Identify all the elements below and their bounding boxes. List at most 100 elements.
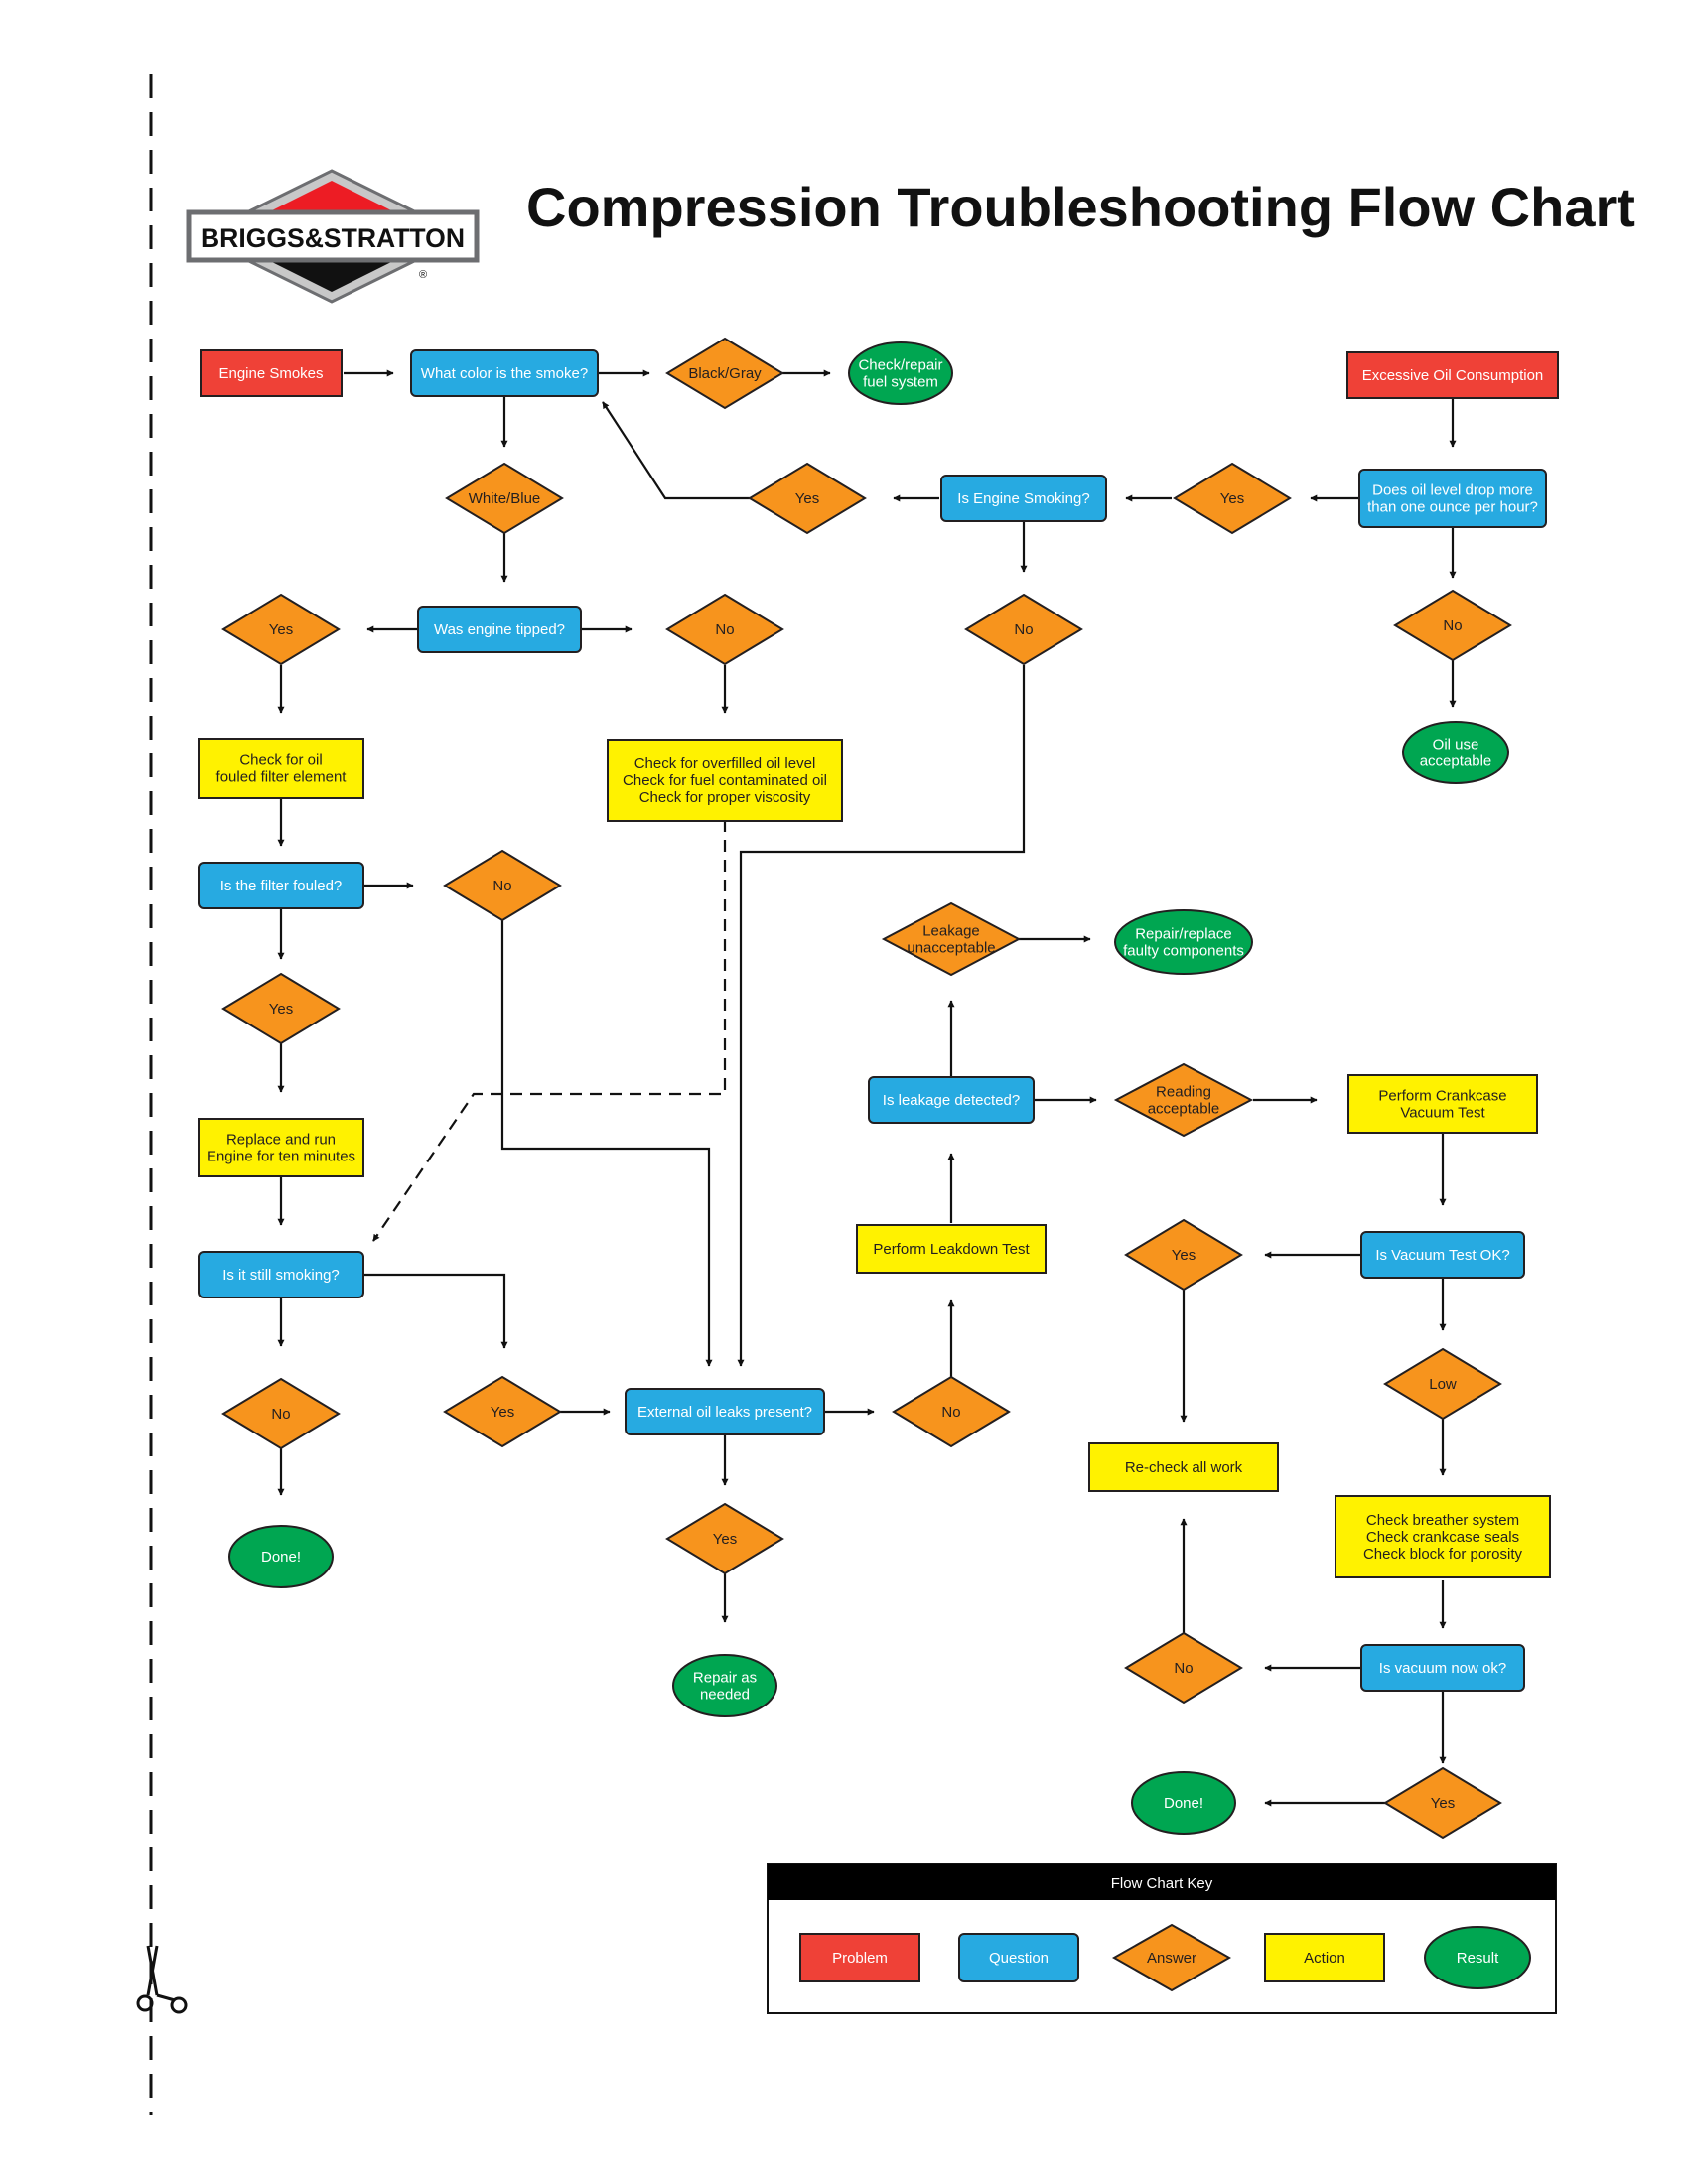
node-done-left-shape	[228, 1525, 334, 1588]
node-recheck-shape	[1088, 1442, 1279, 1492]
node-no-leaks-shape	[892, 1375, 1011, 1448]
node-no-tipped-shape	[665, 593, 784, 666]
brand-logo: BRIGGS&STRATTON ®	[186, 169, 480, 304]
node-check-fuel-label: Check/repair	[858, 357, 942, 374]
key-item-question: Question	[958, 1933, 1079, 1982]
node-done-left: Done!	[228, 1525, 334, 1588]
node-leak-unacceptable-label: unacceptable	[907, 940, 995, 957]
node-yes-to-color-shape	[748, 462, 867, 535]
node-yes-to-color: Yes	[748, 462, 867, 535]
node-leakdown-test: Perform Leakdown Test	[856, 1224, 1047, 1274]
node-leak-detected: Is leakage detected?	[868, 1076, 1035, 1124]
edge-overfilled-to-still	[372, 820, 727, 1242]
node-leak-detected-shape	[868, 1076, 1035, 1124]
node-no-leaks-label: No	[941, 1404, 960, 1421]
node-yes-to-color-label: Yes	[795, 490, 819, 507]
node-yes-vac-label: Yes	[1172, 1247, 1196, 1264]
node-excessive-oil-shape	[1346, 351, 1559, 399]
key-item-action: Action	[1264, 1933, 1385, 1982]
node-done-right: Done!	[1131, 1771, 1236, 1835]
node-check-filter-elem-shape	[198, 738, 364, 799]
scissors-icon	[136, 1945, 188, 2014]
node-no-vac-now-shape	[1124, 1631, 1243, 1705]
node-no-tipped: No	[665, 593, 784, 666]
node-leak-unacceptable-shape	[881, 901, 1022, 977]
node-replace-run-label: Engine for ten minutes	[207, 1149, 355, 1165]
node-reading-ok-label: Reading	[1156, 1084, 1211, 1101]
node-check-overfilled-label: Check for fuel contaminated oil	[623, 772, 827, 789]
node-what-color-shape	[410, 349, 599, 397]
node-leakdown-test-label: Perform Leakdown Test	[873, 1241, 1030, 1258]
node-no-oil-drop-shape	[1393, 589, 1512, 662]
node-was-tipped-shape	[417, 606, 582, 653]
edge-still-to-yes	[363, 1273, 508, 1349]
node-black-gray: Black/Gray	[665, 337, 784, 410]
node-leakdown-test-shape	[856, 1224, 1047, 1274]
node-no-vac-now: No	[1124, 1631, 1243, 1705]
node-reading-ok-label: acceptable	[1148, 1101, 1220, 1118]
key-item-answer-label: Answer	[1147, 1950, 1196, 1967]
node-yes-filter: Yes	[221, 972, 341, 1045]
node-vacuum-ok: Is Vacuum Test OK?	[1360, 1231, 1525, 1279]
node-check-breather-label: Check block for porosity	[1363, 1546, 1523, 1563]
node-yes-vac-now-label: Yes	[1431, 1795, 1455, 1812]
node-check-fuel-shape	[848, 341, 953, 405]
node-check-breather-label: Check breather system	[1366, 1512, 1519, 1529]
node-what-color: What color is the smoke?	[410, 349, 599, 397]
edge-yes-to-color	[602, 401, 751, 500]
node-repair-needed-shape	[672, 1654, 777, 1717]
node-filter-fouled-shape	[198, 862, 364, 909]
node-yes-tipped-shape	[221, 593, 341, 666]
node-no-still-shape	[221, 1377, 341, 1450]
node-white-blue-label: White/Blue	[469, 490, 541, 507]
node-oil-ok-label: Oil use	[1433, 737, 1479, 753]
edge-nofilter-to-extleaks	[500, 919, 713, 1367]
node-no-still-label: No	[271, 1406, 290, 1423]
key-item-result: Result	[1424, 1926, 1531, 1989]
node-is-engine-smoking: Is Engine Smoking?	[940, 475, 1107, 522]
node-leak-unacceptable-label: Leakage	[922, 923, 980, 940]
node-yes-still: Yes	[443, 1375, 562, 1448]
node-no-filter-label: No	[492, 878, 511, 894]
key-item-problem: Problem	[799, 1933, 920, 1982]
node-no-smoking: No	[964, 593, 1083, 666]
node-reading-ok-shape	[1113, 1062, 1254, 1138]
node-replace-run-shape	[198, 1118, 364, 1177]
node-no-filter-shape	[443, 849, 562, 922]
node-vacuum-now-label: Is vacuum now ok?	[1379, 1660, 1506, 1677]
node-vacuum-now-shape	[1360, 1644, 1525, 1692]
key-item-result-shape	[1424, 1926, 1531, 1989]
node-yes-oil-drop-label: Yes	[1220, 490, 1244, 507]
node-still-smoking: Is it still smoking?	[198, 1251, 364, 1298]
node-excessive-oil-label: Excessive Oil Consumption	[1362, 367, 1544, 384]
node-vacuum-now: Is vacuum now ok?	[1360, 1644, 1525, 1692]
node-repair-needed-label: Repair as	[693, 1670, 757, 1687]
node-recheck-label: Re-check all work	[1125, 1459, 1243, 1476]
node-engine-smokes-label: Engine Smokes	[218, 365, 323, 382]
node-no-smoking-shape	[964, 593, 1083, 666]
node-no-vac-now-label: No	[1174, 1660, 1193, 1677]
node-still-smoking-shape	[198, 1251, 364, 1298]
node-yes-leaks-label: Yes	[713, 1531, 737, 1548]
node-done-right-label: Done!	[1164, 1795, 1203, 1812]
node-check-fuel-label: fuel system	[863, 374, 938, 391]
node-yes-vac-shape	[1124, 1218, 1243, 1292]
node-black-gray-label: Black/Gray	[688, 365, 762, 382]
node-white-blue: White/Blue	[445, 462, 564, 535]
node-oil-drop-shape	[1358, 469, 1547, 528]
node-is-engine-smoking-shape	[940, 475, 1107, 522]
node-engine-smokes-shape	[200, 349, 343, 397]
node-no-filter: No	[443, 849, 562, 922]
node-no-oil-drop: No	[1393, 589, 1512, 662]
node-oil-drop-label: than one ounce per hour?	[1367, 499, 1538, 516]
node-was-tipped: Was engine tipped?	[417, 606, 582, 653]
